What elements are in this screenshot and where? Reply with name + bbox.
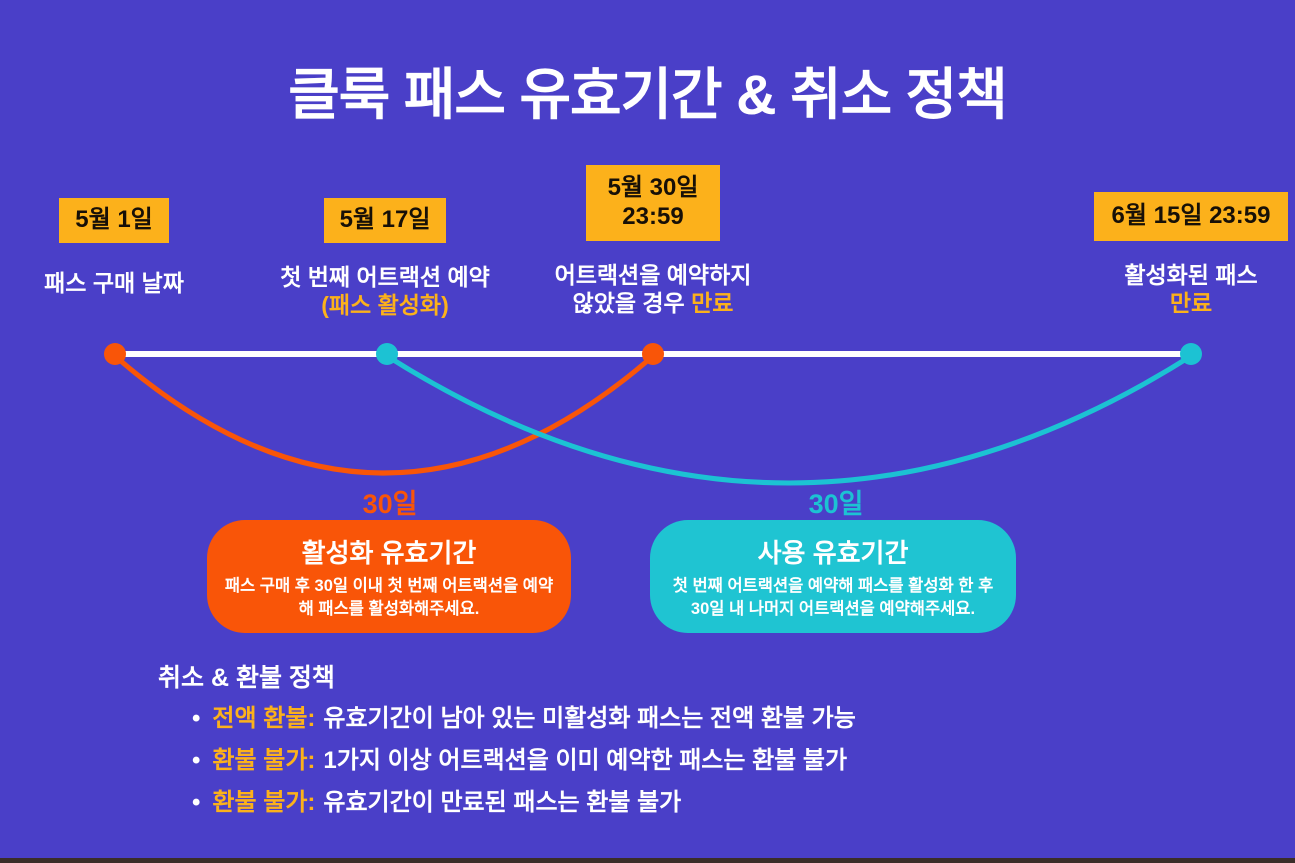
milestone-accent-text: 만료 — [691, 289, 734, 316]
card-body-line: 첫 번째 어트랙션을 예약해 패스를 활성화 한 후 — [672, 577, 994, 595]
policy-list: • 전액 환불: 유효기간이 남아 있는 미활성화 패스는 전액 환불 가능 • 환불… — [192, 698, 856, 824]
milestone-text: 첫 번째 어트랙션 예약 — [280, 263, 490, 290]
badge-date-line: 5월 30일 — [607, 174, 699, 201]
policy-item-label: 환불 불가: — [212, 789, 316, 816]
activation-span-label: 30일 — [362, 489, 418, 519]
policy-item-no-refund-expired: • 환불 불가: 유효기간이 만료된 패스는 환불 불가 — [192, 782, 856, 824]
date-badge-may-17: 5월 17일 — [323, 198, 447, 243]
milestone-accent-text: (패스 활성화) — [321, 291, 449, 318]
bullet-icon: • — [192, 705, 201, 732]
milestone-label: 첫 번째 어트랙션 예약 (패스 활성화) — [225, 263, 545, 319]
milestone-label: 패스 구매 날짜 — [0, 269, 274, 297]
card-body-line: 해 패스를 활성화해주세요. — [298, 600, 480, 619]
policy-item-text: 1가지 이상 어트랙션을 이미 예약한 패스는 환불 불가 — [323, 747, 848, 774]
policy-heading: 취소 & 환불 정책 — [158, 664, 335, 692]
usage-period-arc — [384, 353, 1194, 486]
timeline-dot-purchase — [104, 343, 126, 365]
policy-item-full-refund: • 전액 환불: 유효기간이 남아 있는 미활성화 패스는 전액 환불 가능 — [192, 698, 856, 740]
usage-validity-card: 사용 유효기간 첫 번째 어트랙션을 예약해 패스를 활성화 한 후 30일 내… — [650, 520, 1016, 633]
policy-item-no-refund-booked: • 환불 불가: 1가지 이상 어트랙션을 이미 예약한 패스는 환불 불가 — [192, 740, 856, 782]
card-body-line: 30일 내 나머지 어트랙션을 예약해주세요. — [690, 600, 976, 619]
card-body: 첫 번째 어트랙션을 예약해 패스를 활성화 한 후 30일 내 나머지 어트랙… — [650, 575, 1016, 621]
policy-item-text: 유효기간이 남아 있는 미활성화 패스는 전액 환불 가능 — [323, 705, 856, 732]
policy-item-label: 전액 환불: — [212, 705, 316, 732]
card-body: 패스 구매 후 30일 이내 첫 번째 어트랙션을 예약 해 패스를 활성화해주… — [207, 575, 571, 621]
milestone-text: 않았을 경우 — [572, 289, 692, 316]
milestone-first-booking: 5월 17일 첫 번째 어트랙션 예약 (패스 활성화) — [225, 198, 545, 319]
timeline-dot-activated-expiry — [1180, 343, 1202, 365]
milestone-text: 어트랙션을 예약하지 — [554, 261, 752, 288]
card-body-line: 패스 구매 후 30일 이내 첫 번째 어트랙션을 예약 — [224, 577, 554, 595]
milestone-label: 활성화된 패스 만료 — [1031, 261, 1295, 317]
card-title: 사용 유효기간 — [757, 538, 909, 568]
bullet-icon: • — [192, 789, 201, 816]
timeline-dot-unactivated-expiry — [642, 343, 664, 365]
page-title: 클룩 패스 유효기간 & 취소 정책 — [288, 63, 1007, 126]
milestone-text: 패스 구매 날짜 — [44, 269, 184, 296]
policy-item-text: 유효기간이 만료된 패스는 환불 불가 — [323, 789, 682, 816]
bullet-icon: • — [192, 747, 201, 774]
activation-validity-card: 활성화 유효기간 패스 구매 후 30일 이내 첫 번째 어트랙션을 예약 해 … — [207, 520, 571, 633]
milestone-unactivated-expiry: 5월 30일 23:59 어트랙션을 예약하지 않았을 경우 만료 — [493, 165, 813, 317]
card-title: 활성화 유효기간 — [301, 538, 477, 568]
usage-span-label: 30일 — [808, 489, 864, 519]
date-badge-may-1: 5월 1일 — [59, 198, 169, 243]
milestone-text: 활성화된 패스 — [1124, 261, 1258, 288]
activation-period-arc — [112, 353, 656, 476]
date-badge-june-15: 6월 15일 23:59 — [1093, 192, 1289, 241]
badge-time-line: 23:59 — [622, 202, 684, 230]
footer-strip — [0, 858, 1295, 863]
date-badge-may-30: 5월 30일 23:59 — [585, 165, 721, 241]
policy-item-label: 환불 불가: — [212, 747, 316, 774]
timeline-dot-activation — [376, 343, 398, 365]
milestone-label: 어트랙션을 예약하지 않았을 경우 만료 — [493, 261, 813, 317]
milestone-purchase-date: 5월 1일 패스 구매 날짜 — [0, 198, 274, 297]
milestone-activated-expiry: 6월 15일 23:59 활성화된 패스 만료 — [1031, 192, 1295, 317]
milestone-accent-text: 만료 — [1169, 289, 1213, 316]
